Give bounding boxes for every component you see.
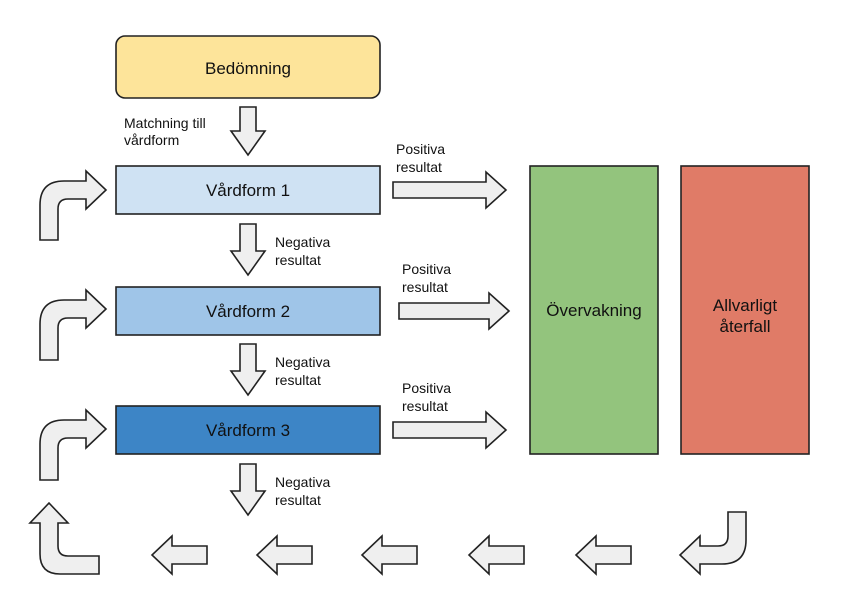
positive-label-1-line1: Positiva <box>396 141 445 157</box>
care-level-2-box <box>115 286 381 336</box>
relapse-down-left-arrow <box>678 511 747 576</box>
return-left-arrow-4 <box>255 534 313 576</box>
relapse-box <box>680 165 810 455</box>
relapse-label-line1: Allvarligt <box>713 296 778 315</box>
relapse-node: Allvarligt återfall <box>680 165 810 455</box>
assessment-label: Bedömning <box>205 59 291 78</box>
care-level-2-label: Vårdform 2 <box>206 302 290 321</box>
negative-label-1-line2: resultat <box>275 252 321 268</box>
assessment-node: Bedömning <box>115 35 381 99</box>
positive-label-3-line2: resultat <box>402 398 448 414</box>
retry-curved-arrow-1 <box>39 169 108 241</box>
assessment-box <box>115 35 381 99</box>
care-level-1-label: Vårdform 1 <box>206 181 290 200</box>
return-left-arrow-5 <box>150 534 208 576</box>
negative-label-2-line2: resultat <box>275 372 321 388</box>
matching-down-arrow <box>229 106 267 157</box>
care-level-1-node: Vårdform 1 <box>115 165 381 215</box>
care-level-1-box <box>115 165 381 215</box>
negative-down-arrow-1 <box>229 223 267 277</box>
relapse-label-line2: återfall <box>719 317 770 336</box>
positive-label-3-line1: Positiva <box>402 380 451 396</box>
negative-down-arrow-2 <box>229 343 267 397</box>
positive-right-arrow-3 <box>392 410 508 450</box>
monitoring-label: Övervakning <box>546 301 641 320</box>
negative-down-arrow-3 <box>229 463 267 517</box>
negative-label-3-line1: Negativa <box>275 474 330 490</box>
monitoring-box <box>529 165 659 455</box>
retry-curved-arrow-3 <box>39 408 108 481</box>
return-left-arrow-2 <box>467 534 525 576</box>
positive-right-arrow-2 <box>398 291 511 331</box>
care-level-2-node: Vårdform 2 <box>115 286 381 336</box>
retry-curved-arrow-2 <box>39 288 108 361</box>
positive-label-1-line2: resultat <box>396 159 442 175</box>
positive-right-arrow-1 <box>392 170 508 210</box>
return-up-corner-arrow <box>28 501 100 575</box>
negative-label-1-line1: Negativa <box>275 234 330 250</box>
negative-label-2-line1: Negativa <box>275 354 330 370</box>
positive-label-2-line2: resultat <box>402 279 448 295</box>
matching-label-line1: Matchning till <box>124 115 206 131</box>
care-level-3-node: Vårdform 3 <box>115 405 381 455</box>
return-left-arrow-1 <box>574 534 632 576</box>
care-level-3-box <box>115 405 381 455</box>
care-level-3-label: Vårdform 3 <box>206 421 290 440</box>
return-left-arrow-3 <box>360 534 418 576</box>
matching-label-line2: vårdform <box>124 132 179 148</box>
monitoring-node: Övervakning <box>529 165 659 455</box>
positive-label-2-line1: Positiva <box>402 261 451 277</box>
negative-label-3-line2: resultat <box>275 492 321 508</box>
